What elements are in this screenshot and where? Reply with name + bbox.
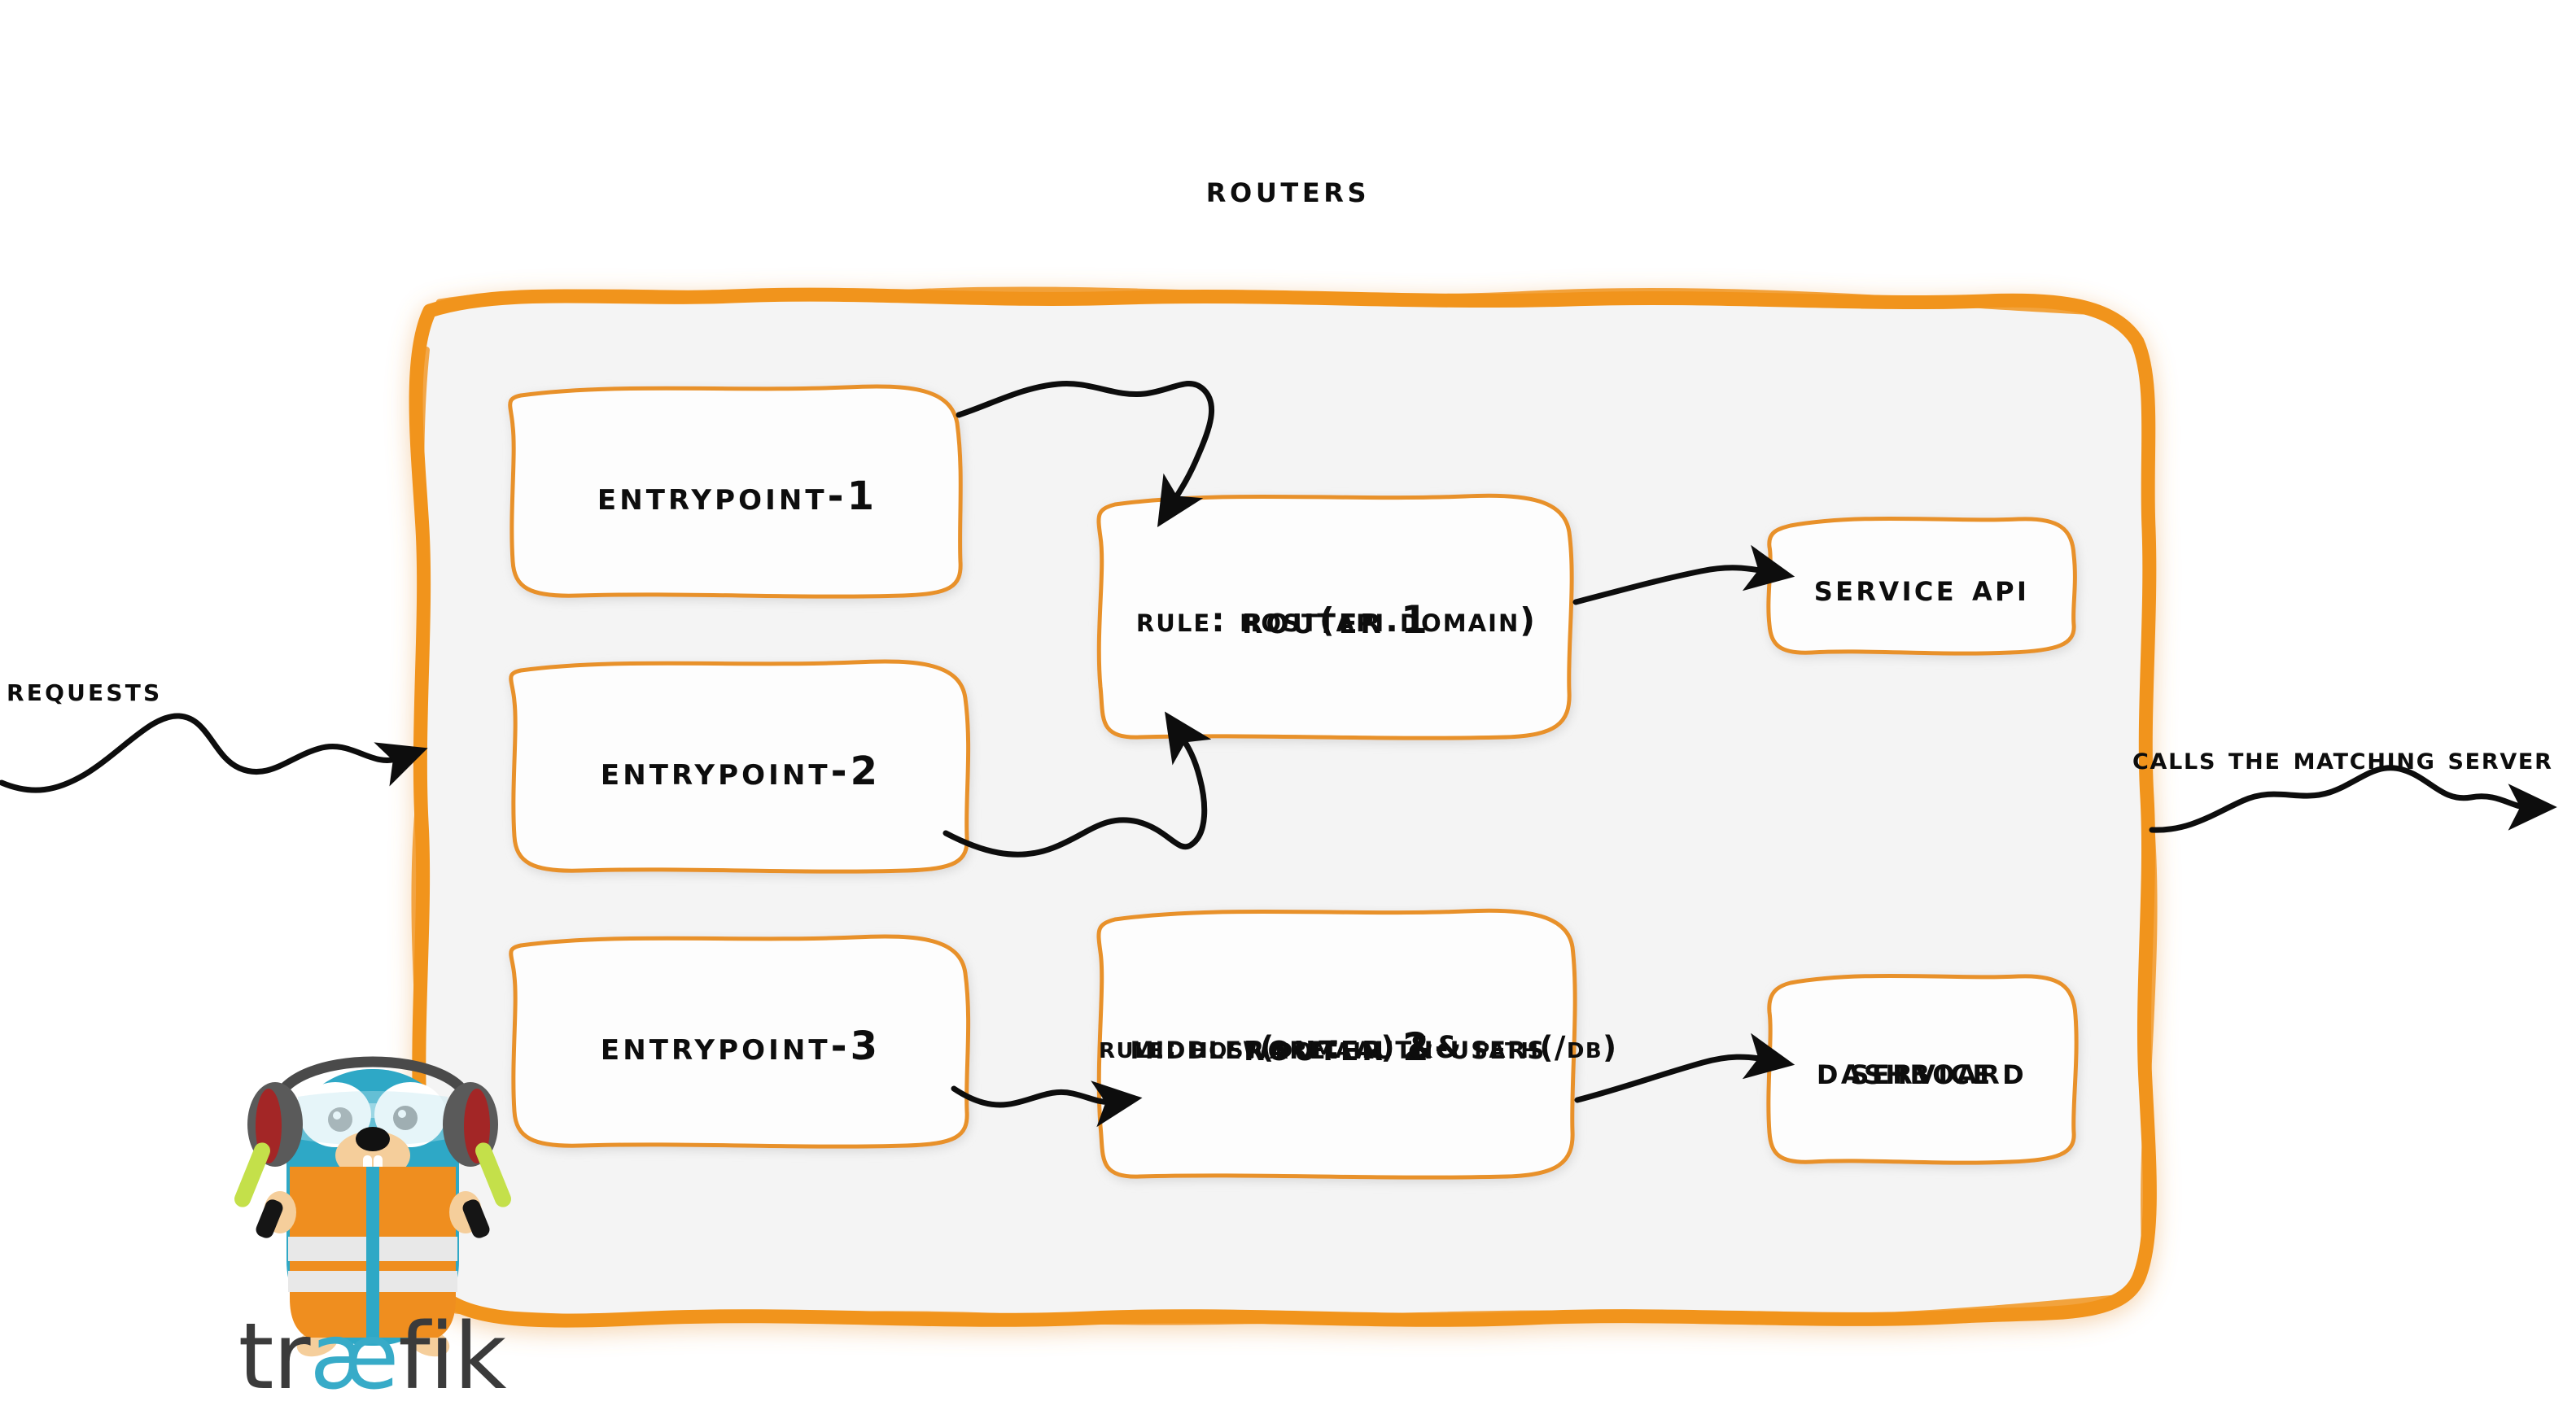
wordmark-post: fik — [398, 1304, 506, 1410]
entrypoint-3-box[interactable] — [509, 934, 971, 1149]
calls-the-matching-server-label: Calls the matching server — [2132, 740, 2553, 776]
router2-to-servicedashboard-arrow — [1574, 1032, 1795, 1103]
entrypoint2-to-router1-arrow — [942, 711, 1212, 858]
traefik-wordmark: træfik — [230, 1308, 514, 1406]
wordmark-pre: tr — [238, 1304, 311, 1410]
service-api-box[interactable] — [1766, 516, 2077, 656]
traefik-gopher-mascot — [234, 1056, 511, 1357]
page-title: Routers — [1205, 167, 1371, 211]
requests-inbound-arrow — [0, 713, 428, 793]
calls-server-outbound-arrow — [2149, 765, 2557, 833]
requests-label: Requests — [7, 671, 163, 709]
router-1-box[interactable] — [1096, 493, 1574, 740]
entrypoint-1-box[interactable] — [508, 384, 963, 599]
entrypoint1-to-router1-arrow — [956, 380, 1215, 528]
router-2-box[interactable] — [1096, 908, 1577, 1180]
wordmark-ae-ligature: æ — [309, 1304, 399, 1410]
entrypoint3-to-router2-arrow — [951, 1080, 1143, 1128]
entrypoint-2-box[interactable] — [509, 659, 971, 874]
service-dashboard-box[interactable] — [1766, 973, 2079, 1165]
router1-to-serviceapi-arrow — [1572, 544, 1795, 605]
